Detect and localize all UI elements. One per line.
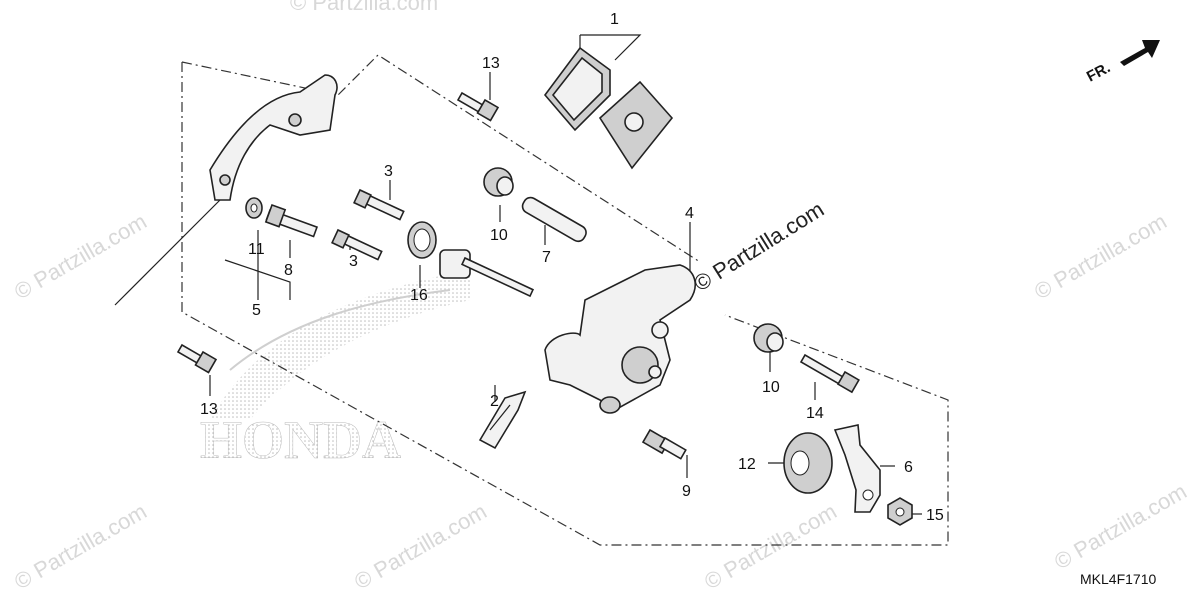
callout-3-lower[interactable]: 3: [349, 253, 358, 270]
callout-14[interactable]: 14: [806, 405, 824, 422]
sleeve[interactable]: [520, 195, 589, 244]
watermark-text: © Partzilla.com: [700, 499, 841, 595]
stud-bolt[interactable]: [264, 203, 319, 238]
watermark-text: © Partzilla.com: [1030, 209, 1171, 305]
callout-2[interactable]: 2: [490, 393, 499, 410]
slide-pin-lower[interactable]: [331, 228, 383, 261]
fr-label: FR.: [1084, 59, 1113, 85]
callout-16[interactable]: 16: [410, 287, 428, 304]
callout-6[interactable]: 6: [904, 459, 913, 476]
bleeder-screw[interactable]: [641, 428, 687, 460]
pin-bolt[interactable]: [799, 353, 860, 394]
flange-bolt-bottom[interactable]: [176, 343, 218, 374]
flange-bolt-top[interactable]: [456, 91, 500, 122]
callout-3[interactable]: 3: [384, 163, 393, 180]
leader-lines: [114, 34, 922, 515]
hose-stay[interactable]: [833, 424, 881, 513]
callout-15[interactable]: 15: [926, 507, 944, 524]
washer[interactable]: [245, 197, 263, 219]
front-direction-indicator: FR.: [1084, 40, 1160, 86]
pad-spring-clip[interactable]: [478, 390, 527, 450]
watermark-text: © Partzilla.com: [290, 0, 438, 15]
caliper-body[interactable]: [544, 264, 696, 414]
watermark-text: © Partzilla.com: [1050, 479, 1191, 575]
callout-1[interactable]: 1: [610, 11, 619, 28]
boot-upper[interactable]: [483, 167, 514, 197]
callout-layer: 1 2 3 3 4 5 6 7 8 9 10 10 11 12 13 13 14…: [200, 11, 944, 524]
watermark-text: © Partzilla.com: [350, 499, 491, 595]
callout-5[interactable]: 5: [252, 302, 261, 319]
center-watermark: © Partzilla.com: [689, 196, 828, 296]
callout-11[interactable]: 11: [248, 241, 265, 258]
callout-4[interactable]: 4: [685, 205, 694, 222]
assembly-outline: [181, 54, 949, 546]
watermark-text: © Partzilla.com: [10, 499, 151, 595]
brake-pad-set[interactable]: [543, 46, 674, 170]
honda-brand-text: HONDA: [200, 410, 401, 470]
flange-nut[interactable]: [887, 497, 913, 526]
callout-10-lower[interactable]: 10: [762, 379, 780, 396]
callout-7[interactable]: 7: [542, 249, 551, 266]
front-arrow-icon: [1120, 40, 1160, 66]
slide-pin-upper[interactable]: [353, 188, 405, 221]
caliper-bracket[interactable]: [209, 74, 338, 201]
boot-lower[interactable]: [753, 323, 784, 353]
callout-12[interactable]: 12: [738, 456, 756, 473]
callout-13[interactable]: 13: [482, 55, 500, 72]
diagram-code: MKL4F1710: [1080, 571, 1156, 587]
piston-seal[interactable]: [407, 221, 437, 259]
roller-wheel[interactable]: [783, 432, 833, 494]
callout-13-lower[interactable]: 13: [200, 401, 218, 418]
callout-10[interactable]: 10: [490, 227, 508, 244]
callout-9[interactable]: 9: [682, 483, 691, 500]
honda-logo-mark: HONDA: [200, 270, 470, 470]
piston-rod[interactable]: [439, 249, 535, 298]
callout-8[interactable]: 8: [284, 262, 293, 279]
parts-layer: [176, 46, 913, 526]
